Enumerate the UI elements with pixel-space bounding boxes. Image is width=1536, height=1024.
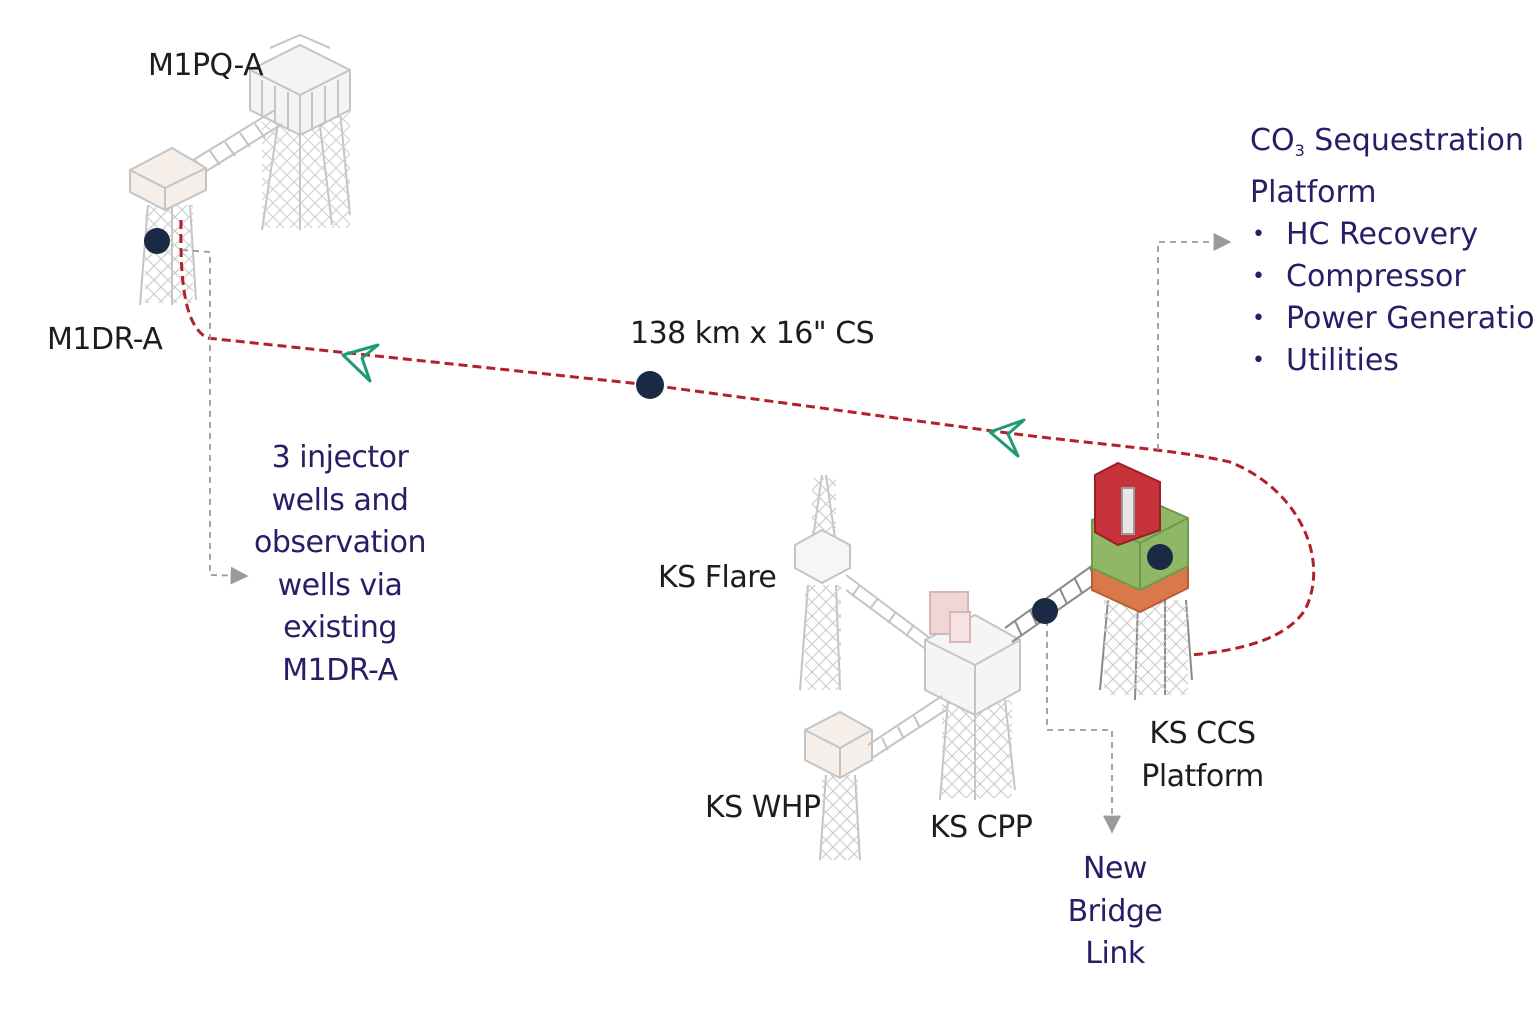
label-ks-cpp: KS CPP <box>930 810 1033 845</box>
sequestration-leader-line <box>1157 233 1232 450</box>
platform-m1dr-a <box>129 146 207 306</box>
list-item: •HC Recovery <box>1252 217 1479 252</box>
label-ks-flare: KS Flare <box>658 560 777 595</box>
bridge-flare-cpp <box>845 574 936 657</box>
pipeline-route <box>179 219 1316 657</box>
list-item: •Power Generation <box>1252 301 1536 336</box>
new-bridge-link-note: New Bridge Link <box>1067 851 1163 971</box>
list-item: •Compressor <box>1252 259 1466 294</box>
platform-ks-ccs <box>1091 461 1193 701</box>
node-pipeline-midpoint <box>636 371 664 399</box>
sequestration-platform-caption: CO3 Sequestration Platform •HC Recovery … <box>1250 120 1536 382</box>
flow-arrow-icon <box>341 343 380 383</box>
label-m1dr-a: M1DR-A <box>47 322 163 357</box>
platform-ks-whp <box>804 710 873 861</box>
node-ks-ccs <box>1147 544 1173 570</box>
platform-m1pq-a <box>249 33 351 231</box>
flow-arrow-icon <box>988 418 1026 458</box>
sequestration-title: CO3 Sequestration <box>1250 123 1524 160</box>
platform-ks-cpp <box>924 591 1021 801</box>
platform-ks-flare <box>794 474 851 691</box>
injector-leader-line <box>181 249 249 585</box>
sequestration-item-list: •HC Recovery •Compressor •Power Generati… <box>1250 214 1536 382</box>
label-ks-whp: KS WHP <box>705 790 821 825</box>
label-m1pq-a: M1PQ-A <box>148 48 264 83</box>
list-item: •Utilities <box>1252 343 1399 378</box>
bridge-whp-cpp <box>867 695 947 759</box>
node-new-bridge <box>1032 598 1058 624</box>
sequestration-title-line2: Platform <box>1250 175 1377 210</box>
node-m1dr-a <box>144 228 170 254</box>
injector-wells-note: 3 injector wells and observation wells v… <box>254 440 426 688</box>
label-pipeline: 138 km x 16" CS <box>630 316 875 351</box>
bridge-leader-line <box>1046 620 1121 834</box>
label-ks-ccs-platform: KS CCS Platform <box>1141 716 1264 794</box>
